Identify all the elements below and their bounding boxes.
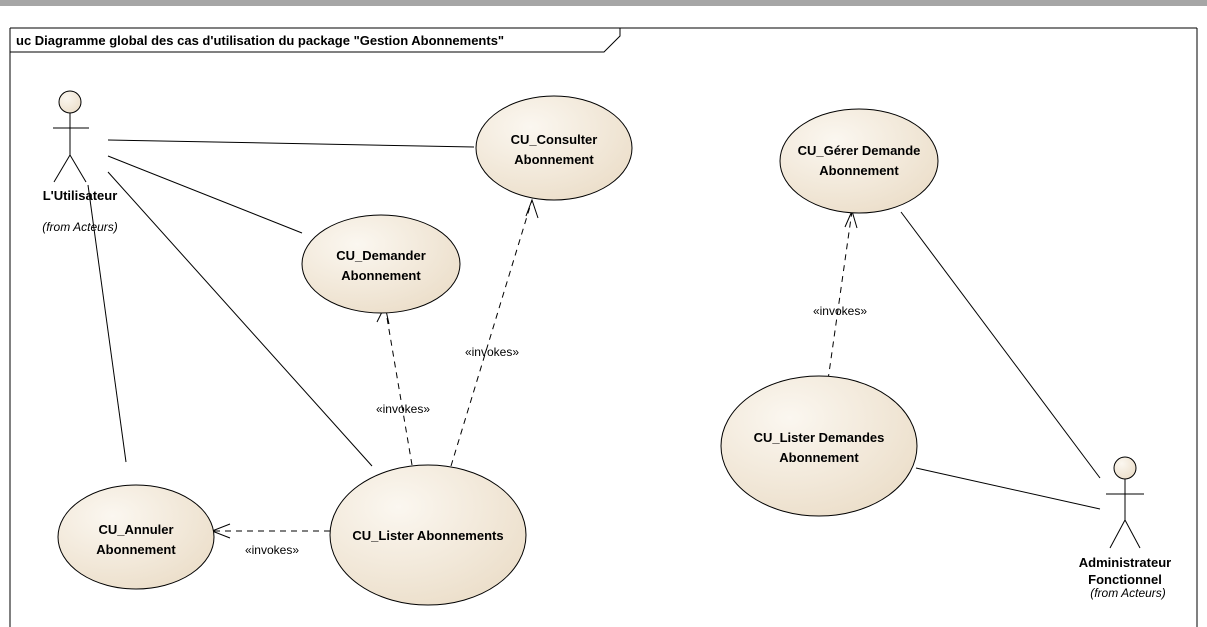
assoc-admin-gerer xyxy=(900,211,1101,479)
assoc-admin-lister-demandes xyxy=(915,467,1101,510)
actor-administrateur-name-line1: Administrateur xyxy=(1079,555,1171,570)
usecase-lister[interactable]: CU_Lister Abonnements xyxy=(329,464,527,606)
actor-administrateur-name-line2: Fonctionnel xyxy=(1088,572,1162,587)
usecase-gerer-line1: CU_Gérer Demande xyxy=(798,143,921,158)
assoc-utilisateur-consulter xyxy=(107,139,475,148)
usecase-demander-line2: Abonnement xyxy=(341,268,421,283)
arrowhead-gerer xyxy=(844,209,858,229)
usecase-annuler-line1: CU_Annuler xyxy=(98,522,173,537)
usecase-gerer[interactable]: CU_Gérer Demande Abonnement xyxy=(779,108,939,214)
associations xyxy=(87,139,1101,510)
invokes-label-demander: «invokes» xyxy=(376,402,430,416)
usecase-lister-demandes[interactable]: CU_Lister Demandes Abonnement xyxy=(720,375,918,517)
assoc-utilisateur-demander xyxy=(107,155,303,234)
usecase-demander-line1: CU_Demander xyxy=(336,248,426,263)
usecase-lister-demandes-line2: Abonnement xyxy=(779,450,859,465)
actor-administrateur-from: (from Acteurs) xyxy=(1090,586,1166,600)
usecase-lister-line1: CU_Lister Abonnements xyxy=(352,528,503,543)
actor-head xyxy=(1113,456,1137,480)
usecase-annuler-line2: Abonnement xyxy=(96,542,176,557)
actor-head xyxy=(58,90,82,114)
assoc-utilisateur-lister xyxy=(107,171,373,467)
dep-lister-consulter xyxy=(450,199,533,467)
invokes-label-annuler: «invokes» xyxy=(245,543,299,557)
usecase-consulter[interactable]: CU_Consulter Abonnement xyxy=(475,95,633,201)
usecase-consulter-line2: Abonnement xyxy=(514,152,594,167)
usecase-consulter-line1: CU_Consulter xyxy=(511,132,598,147)
usecase-annuler[interactable]: CU_Annuler Abonnement xyxy=(57,484,215,590)
dep-lister-demandes-gerer xyxy=(827,210,853,381)
usecase-demander[interactable]: CU_Demander Abonnement xyxy=(301,214,461,314)
assoc-utilisateur-annuler xyxy=(87,184,127,463)
invokes-label-consulter: «invokes» xyxy=(465,345,519,359)
usecase-lister-demandes-line1: CU_Lister Demandes xyxy=(754,430,885,445)
dep-lister-demander xyxy=(384,305,413,466)
actor-utilisateur-from: (from Acteurs) xyxy=(42,220,118,234)
usecase-gerer-line2: Abonnement xyxy=(819,163,899,178)
actor-utilisateur-name: L'Utilisateur xyxy=(43,188,118,203)
arrowhead-consulter xyxy=(525,198,539,219)
actor-administrateur[interactable]: Administrateur Fonctionnel (from Acteurs… xyxy=(1079,456,1171,600)
actor-utilisateur[interactable]: L'Utilisateur (from Acteurs) xyxy=(42,90,118,234)
diagram-frame: uc Diagramme global des cas d'utilisatio… xyxy=(9,27,1198,627)
diagram-title: uc Diagramme global des cas d'utilisatio… xyxy=(16,33,504,48)
top-bar xyxy=(0,0,1207,6)
invokes-label-gerer: «invokes» xyxy=(813,304,867,318)
